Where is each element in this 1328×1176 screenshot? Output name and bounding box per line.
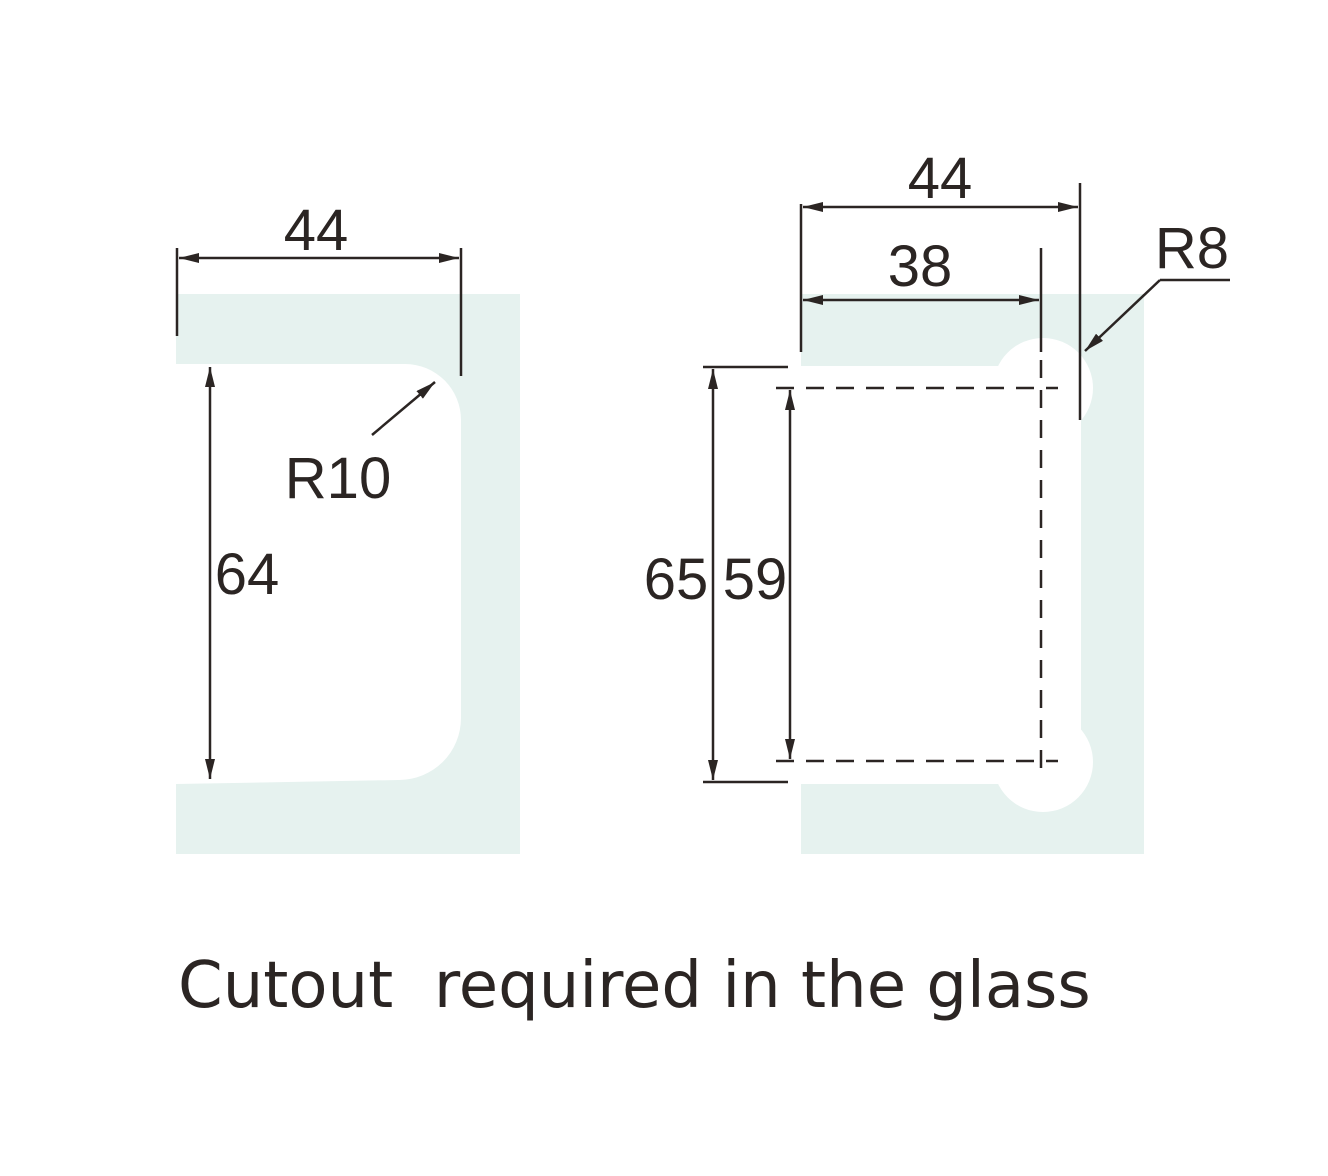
left-height-label: 64: [215, 542, 280, 607]
left-cutout-drawing: 44 64 R10: [175, 198, 520, 854]
right-outer-height-label: 65: [644, 547, 709, 612]
diagram-caption: Cutout required in the glass: [178, 949, 1091, 1023]
right-inner-width-label: 38: [888, 234, 953, 299]
radius-leader-arrow: [1084, 279, 1161, 352]
right-radius-label: R8: [1155, 216, 1229, 281]
right-cutout-area: [801, 338, 1093, 812]
right-inner-height-label: 59: [723, 547, 788, 612]
left-radius-label: R10: [285, 446, 391, 511]
right-cutout-drawing: 44 38 65 59 R8: [644, 146, 1230, 854]
right-outer-width-label: 44: [908, 146, 973, 211]
left-cutout-area: [176, 364, 461, 784]
left-width-label: 44: [284, 198, 349, 263]
radius-leader-arrow: [371, 381, 436, 436]
